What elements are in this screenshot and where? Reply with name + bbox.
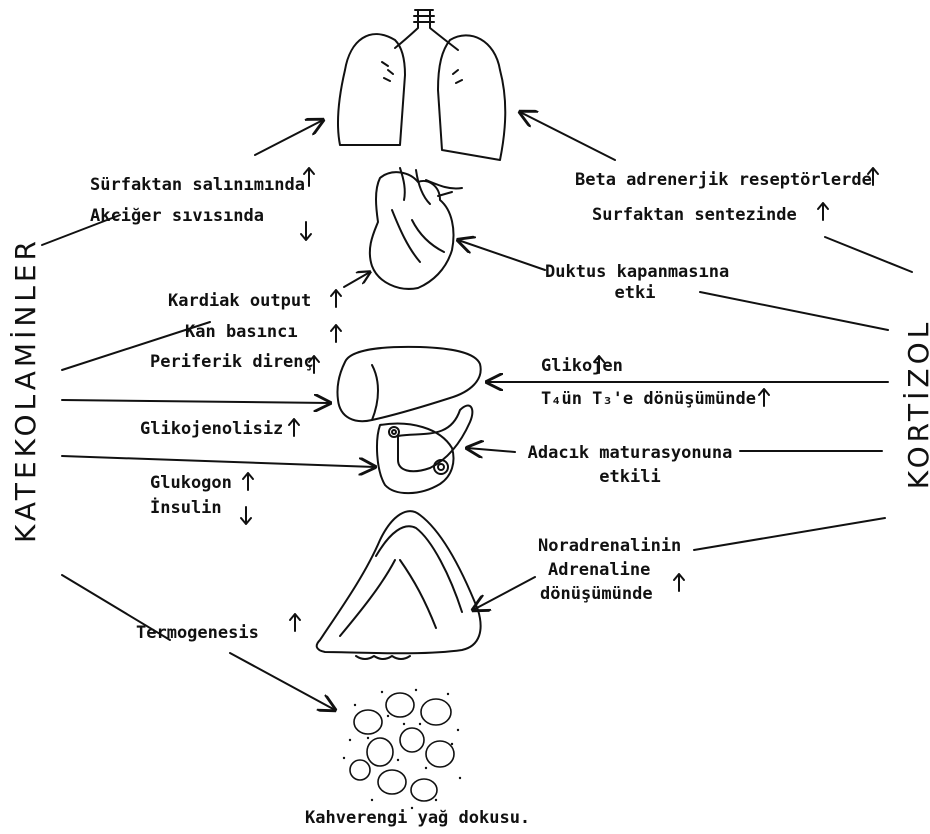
surfactant-release-label: Sürfaktan salınımında (90, 175, 305, 195)
ductus-effect-label: etki (545, 283, 725, 303)
brown-fat-caption: Kahverengi yağ dokusu. (305, 808, 530, 828)
cardiac-output-label: Kardiak output (168, 291, 311, 311)
up-arrow-icon (243, 473, 253, 490)
arrow-to-adrenal-right (473, 577, 535, 610)
down-arrow-icon (241, 507, 251, 524)
blood-pressure-label: Kan basıncı (185, 322, 298, 342)
arrow-to-lungs-left (255, 120, 323, 155)
thermogenesis-label: Termogenesis (136, 623, 259, 643)
catecholamines-title: KATEKOLAMİNLER (9, 303, 45, 543)
arrow-to-lungs-right (520, 112, 615, 160)
up-arrow-icon (289, 419, 299, 436)
lungs-icon (338, 10, 505, 160)
brown-fat-icon (343, 689, 461, 809)
adrenaline-label: Adrenaline (548, 560, 650, 580)
arrow-kate-liver (62, 400, 330, 403)
up-arrow-icon (331, 290, 341, 307)
up-arrow-icon (759, 389, 769, 406)
arrow-to-pancreas-right (467, 448, 515, 452)
adrenal-gland-icon (317, 511, 481, 659)
line-kort-adrenal (694, 518, 885, 550)
islet-effect-label: etkili (525, 467, 735, 487)
arrow-to-heart-left (344, 272, 370, 287)
noradrenaline-label: Noradrenalinin (538, 536, 681, 556)
arrow-to-heart-right (458, 240, 545, 270)
glycogenolysis-label: Glikojenolisiz (140, 419, 283, 439)
down-arrow-icon (301, 222, 311, 240)
up-arrow-icon (818, 203, 828, 220)
line-kort-heart (700, 292, 888, 330)
lung-fluid-label: Akciğer sıvısında (90, 206, 264, 226)
heart-icon (370, 168, 462, 289)
line-kort-lungs (825, 237, 912, 272)
pancreas-icon (377, 406, 472, 494)
up-arrow-icon (674, 574, 684, 591)
up-arrow-icon (331, 325, 341, 342)
glycogen-label: Glikojen (541, 356, 623, 376)
arrow-thermogenesis-fat (230, 653, 335, 710)
up-arrow-icon (304, 168, 314, 186)
arrow-kate-pancreas (62, 456, 375, 467)
glucagon-label: Glukogon (150, 473, 232, 493)
beta-receptor-label: Beta adrenerjik reseptörlerde (575, 170, 872, 190)
conversion-label: dönüşümünde (540, 584, 653, 604)
ductus-closure-label: Duktus kapanmasına (545, 262, 725, 282)
t4-t3-conversion-label: T₄ün T₃'e dönüşümünde (541, 389, 756, 409)
insulin-label: İnsulin (150, 498, 222, 518)
cortisol-title: KORTİZOL (902, 299, 930, 509)
surfactant-synthesis-label: Surfaktan sentezinde (592, 205, 797, 225)
up-arrow-icon (290, 614, 300, 631)
peripheral-resistance-label: Periferik direnç (150, 352, 314, 372)
islet-maturation-label: Adacık maturasyonuna (525, 443, 735, 463)
